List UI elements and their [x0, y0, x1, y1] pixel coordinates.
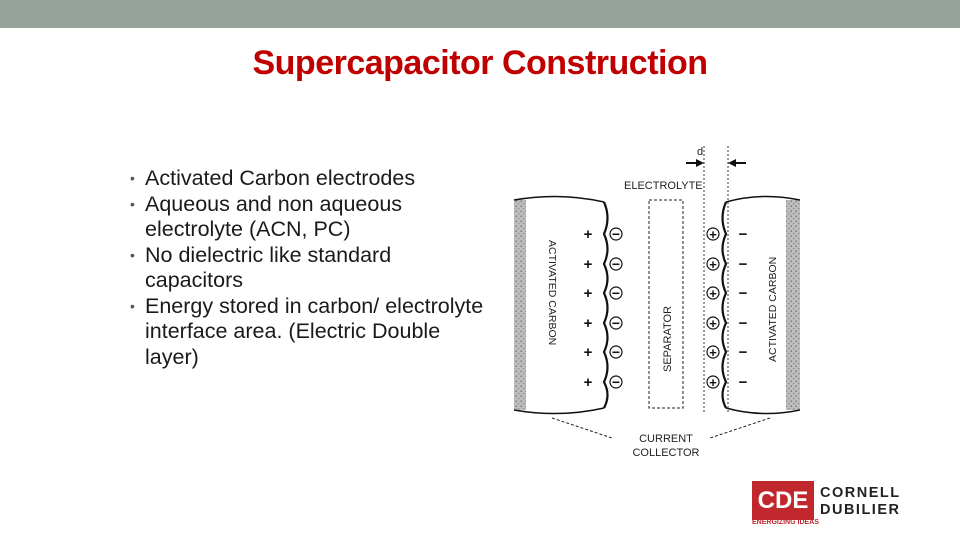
company-logo: CDE ENERGIZING IDEAS CORNELL DUBILIER [752, 481, 930, 529]
collector-pointer-right [709, 417, 771, 439]
electrode-minus-charge: − [739, 315, 748, 332]
electrolyte-anion-charge: − [612, 256, 620, 272]
right-electrode-label: ACTIVATED CARBON [767, 257, 779, 362]
collector-pointer-left [551, 417, 613, 439]
d-label: d [697, 146, 703, 158]
d-arrowhead-right [728, 159, 736, 167]
electrolyte-cation-ring [706, 316, 720, 330]
electrolyte-cation-ring [706, 286, 720, 300]
charge-markers: + − + − + − + − + − + − + − + − + − + − + − + − [584, 226, 748, 391]
right-electrode-bottom-edge [725, 407, 800, 415]
left-electrode-boundary [602, 201, 609, 409]
left-electrode-top-edge [513, 195, 605, 203]
electrolyte-anion-ring [609, 257, 623, 271]
electrolyte-cation-charge: + [709, 227, 717, 242]
electrolyte-anion-ring [609, 316, 623, 330]
electrode-minus-charge: − [739, 374, 748, 391]
electrolyte-anion-ring [609, 227, 623, 241]
electrolyte-anion-ring [609, 345, 623, 359]
electrolyte-anion-ring [609, 286, 623, 300]
bullet-item: Aqueous and non aqueous electrolyte (ACN… [130, 192, 490, 243]
electrolyte-cation-charge: + [709, 257, 717, 272]
logo-mark: CDE [752, 481, 814, 520]
collector-label-line2: COLLECTOR [632, 447, 699, 459]
electrode-plus-charge: + [584, 315, 593, 332]
electrode-plus-charge: + [584, 344, 593, 361]
electrolyte-cation-charge: + [709, 286, 717, 301]
left-electrode-bottom-edge [513, 407, 605, 415]
right-electrode-boundary [721, 201, 728, 409]
electrode-plus-charge: + [584, 285, 593, 302]
electrolyte-label: ELECTROLYTE [624, 180, 703, 192]
electrolyte-anion-charge: − [612, 285, 620, 301]
logo-name-line1: CORNELL [820, 485, 901, 501]
electrode-plus-charge: + [584, 226, 593, 243]
electrode-minus-charge: − [739, 226, 748, 243]
electrolyte-anion-charge: − [612, 344, 620, 360]
electrolyte-cation-ring [706, 227, 720, 241]
slide-title: Supercapacitor Construction [252, 44, 708, 82]
right-electrode-top-edge [725, 195, 800, 203]
bullet-item: Energy stored in carbon/ electrolyte int… [130, 294, 490, 371]
logo-tagline: ENERGIZING IDEAS [752, 519, 819, 526]
separator-box [648, 199, 684, 409]
collector-label-line1: CURRENT [639, 433, 693, 445]
electrode-plus-charge: + [584, 256, 593, 273]
supercapacitor-diagram: SEPARATOR ACTIVATED CARBON ACTIVATED CAR… [513, 146, 800, 459]
separator-label: SEPARATOR [662, 306, 674, 372]
electrolyte-cation-ring [706, 345, 720, 359]
left-current-collector [514, 200, 526, 410]
bullet-list: Activated Carbon electrodes Aqueous and … [130, 166, 490, 370]
right-current-collector [786, 200, 800, 410]
electrode-minus-charge: − [739, 256, 748, 273]
electrolyte-anion-charge: − [612, 374, 620, 390]
logo-name-line2: DUBILIER [820, 502, 901, 518]
electrolyte-anion-charge: − [612, 226, 620, 242]
bullet-item: No dielectric like standard capacitors [130, 243, 490, 294]
left-electrode-label: ACTIVATED CARBON [546, 240, 558, 345]
electrode-plus-charge: + [584, 374, 593, 391]
top-bar [0, 0, 960, 28]
electrolyte-cation-charge: + [709, 316, 717, 331]
electrolyte-anion-charge: − [612, 315, 620, 331]
electrolyte-cation-ring [706, 257, 720, 271]
electrolyte-cation-charge: + [709, 345, 717, 360]
electrolyte-cation-charge: + [709, 375, 717, 390]
electrolyte-cation-ring [706, 375, 720, 389]
bullet-item: Activated Carbon electrodes [130, 166, 490, 192]
d-arrowhead-left [696, 159, 704, 167]
electrode-minus-charge: − [739, 344, 748, 361]
electrode-minus-charge: − [739, 285, 748, 302]
electrolyte-anion-ring [609, 375, 623, 389]
